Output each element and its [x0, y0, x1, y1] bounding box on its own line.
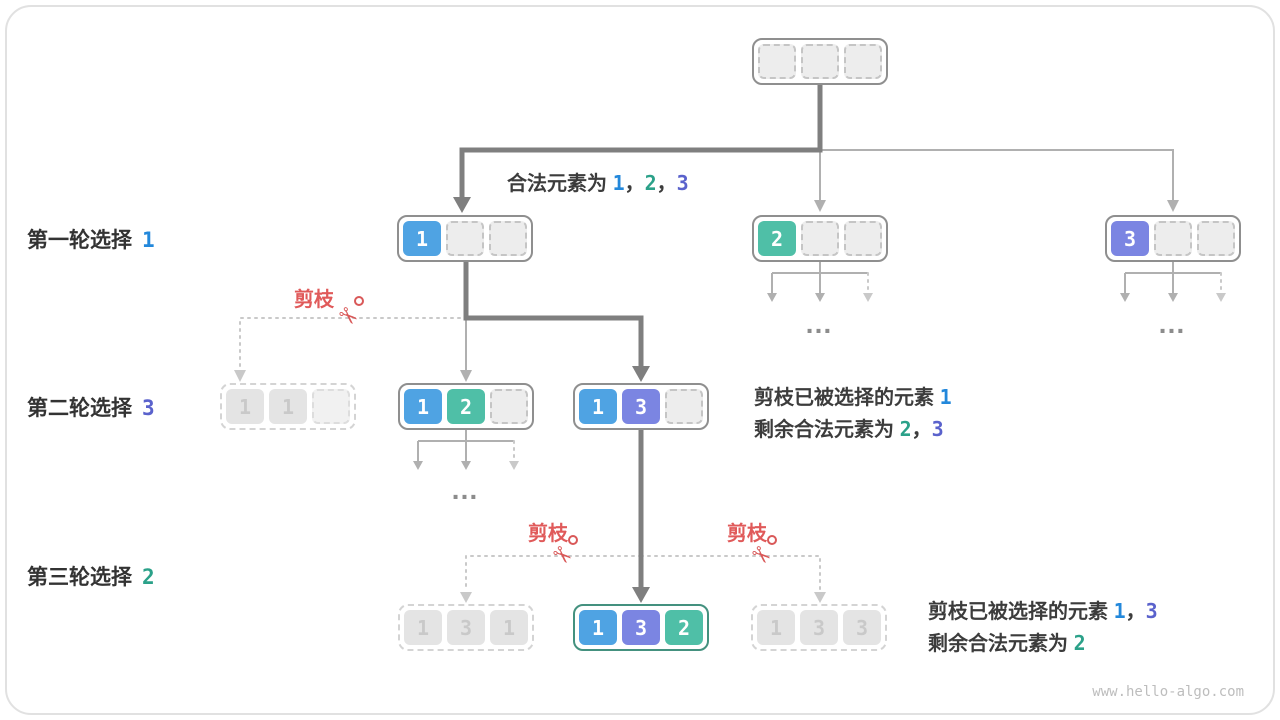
text-segment: 2 [899, 417, 912, 441]
prune-annotation-2-line-1: 剪枝已被选择的元素 1，3 [928, 596, 1158, 628]
empty-slot [844, 44, 882, 79]
subtree-ellipsis-node3: … [1157, 308, 1189, 339]
subtree-fan-node2 [767, 262, 873, 302]
prune-annotation-2: 剪枝已被选择的元素 1，3 剩余合法元素为 2 [928, 596, 1158, 660]
round-2-value: 3 [142, 396, 155, 420]
text-segment: 剪枝已被选择的元素 [928, 601, 1114, 623]
edge-node13-to-node132-thick [632, 430, 650, 603]
edge-pruned-node1-to-node11 [234, 317, 461, 382]
element-slot: 1 [226, 389, 264, 424]
round-3-value: 2 [142, 565, 155, 589]
text-segment: ， [624, 173, 645, 195]
element-slot: 3 [622, 610, 660, 645]
node-3: 3 [1105, 215, 1241, 262]
round-2-label: 第二轮选择 3 [27, 392, 155, 422]
round-1-text: 第一轮选择 [27, 229, 132, 252]
scissors-pin [568, 535, 578, 545]
node-root [752, 38, 888, 85]
empty-slot [490, 389, 528, 424]
text-segment: ， [656, 173, 677, 195]
subtree-ellipsis-node2: … [804, 308, 836, 339]
text-segment: 2 [644, 171, 657, 195]
element-slot: 3 [843, 610, 881, 645]
text-segment: 3 [931, 417, 944, 441]
empty-slot [489, 221, 527, 256]
node-1: 1 [397, 215, 533, 262]
element-slot: 1 [757, 610, 795, 645]
scissors-icon-1: ✂ [332, 296, 371, 333]
text-segment: 2 [1073, 631, 1086, 655]
subtree-fan-node3 [1120, 262, 1226, 302]
prune-annotation-1-line-2: 剩余合法元素为 2，3 [754, 414, 952, 446]
empty-slot [312, 389, 350, 424]
element-slot: 3 [800, 610, 838, 645]
text-segment: 3 [1145, 599, 1158, 623]
element-slot: 2 [758, 221, 796, 256]
round-1-value: 1 [142, 228, 155, 252]
scissors-pin [354, 296, 364, 306]
element-slot: 3 [447, 610, 485, 645]
text-segment: 1 [1113, 599, 1126, 623]
edge-root-to-node1-thick [453, 84, 823, 213]
prune-label-2: 剪枝 [528, 523, 568, 545]
subtree-fan-node12 [413, 430, 519, 470]
subtree-ellipsis-node12: … [450, 474, 482, 505]
valid-elements-text: 合法元素为 1，2，3 [507, 167, 689, 196]
text-segment: 合法元素为 [507, 173, 613, 195]
prune-annotation-2-line-2: 剩余合法元素为 2 [928, 628, 1158, 660]
element-slot: 2 [665, 610, 703, 645]
text-segment: 剩余合法元素为 [928, 633, 1074, 655]
empty-slot [801, 221, 839, 256]
text-segment: 1 [612, 171, 625, 195]
element-slot: 1 [404, 389, 442, 424]
edge-pruned-node13-to-node131 [460, 555, 642, 603]
text-segment: 剩余合法元素为 [754, 419, 900, 441]
element-slot: 1 [579, 389, 617, 424]
element-slot: 1 [490, 610, 528, 645]
element-slot: 1 [269, 389, 307, 424]
prune-label-1: 剪枝 [294, 289, 334, 311]
element-slot: 2 [447, 389, 485, 424]
edge-node1-to-node13-thick [463, 262, 650, 382]
round-2-text: 第二轮选择 [27, 397, 132, 420]
element-slot: 3 [1111, 221, 1149, 256]
element-slot: 1 [403, 221, 441, 256]
element-slot: 1 [579, 610, 617, 645]
scissors-icon-3: ✂ [745, 535, 784, 572]
element-slot: 1 [404, 610, 442, 645]
text-segment: ， [911, 419, 932, 441]
round-3-label: 第三轮选择 2 [27, 561, 155, 591]
edge-pruned-node13-to-node133 [640, 555, 826, 603]
watermark-url: www.hello-algo.com [1092, 684, 1244, 700]
prune-annotation-1: 剪枝已被选择的元素 1 剩余合法元素为 2，3 [754, 382, 952, 446]
prune-label-3: 剪枝 [727, 523, 767, 545]
prune-annotation-1-line-1: 剪枝已被选择的元素 1 [754, 382, 952, 414]
text-segment: 3 [676, 171, 689, 195]
empty-slot [801, 44, 839, 79]
empty-slot [844, 221, 882, 256]
round-1-label: 第一轮选择 1 [27, 224, 155, 254]
text-segment: 1 [939, 385, 952, 409]
empty-slot [665, 389, 703, 424]
edge-root-to-node2 [814, 150, 826, 212]
scissors-pin [767, 535, 777, 545]
text-segment: ， [1125, 601, 1146, 623]
empty-slot [1154, 221, 1192, 256]
element-slot: 3 [622, 389, 660, 424]
empty-slot [1197, 221, 1235, 256]
edge-root-to-node3 [822, 149, 1179, 212]
scissors-icon-2: ✂ [546, 535, 585, 572]
text-segment: 剪枝已被选择的元素 [754, 387, 940, 409]
empty-slot [758, 44, 796, 79]
round-3-text: 第三轮选择 [27, 566, 132, 589]
empty-slot [446, 221, 484, 256]
node-2: 2 [752, 215, 888, 262]
